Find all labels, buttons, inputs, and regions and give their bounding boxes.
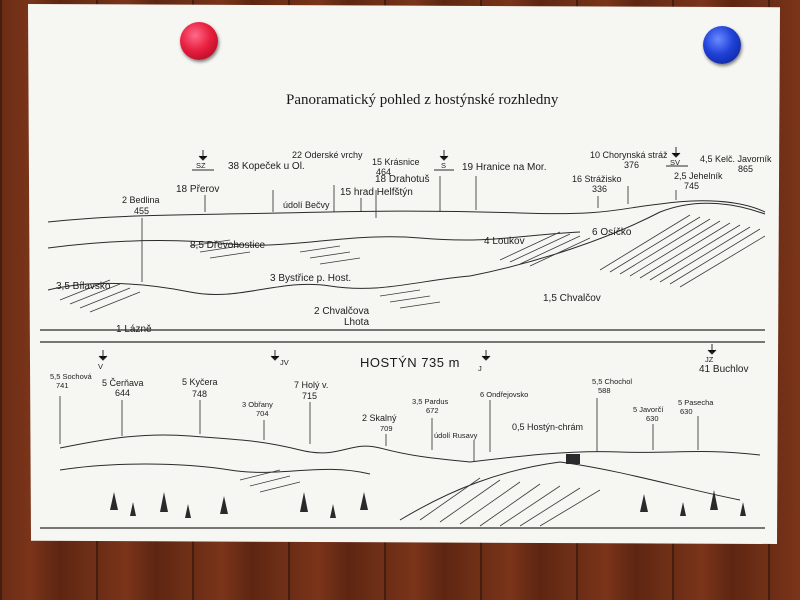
compass-jv: JV <box>280 358 289 367</box>
label-bedlina-alt: 455 <box>134 206 150 216</box>
compass-s: S <box>441 161 447 170</box>
red-pin <box>180 22 218 60</box>
map-title: Panoramatický pohled z hostýnské rozhled… <box>286 92 559 108</box>
label-krasnice: 15 Krásnice <box>372 157 420 167</box>
label-obrany-alt: 704 <box>256 409 269 418</box>
label-jehelnik: 2,5 Jehelník <box>674 171 723 181</box>
label-cernava-alt: 644 <box>115 388 131 398</box>
label-bedlina: 2 Bedlina <box>122 195 160 205</box>
label-strazisko-alt: 336 <box>592 184 608 194</box>
label-chochol: 5,5 Chochol <box>592 377 633 386</box>
label-chvalcov: 1,5 Chvalčov <box>543 293 601 304</box>
label-strazisko: 16 Strážisko <box>572 174 622 184</box>
label-jehelnik-alt: 745 <box>684 181 700 191</box>
label-drevohostice: 8,5 Dřevohostice <box>190 240 266 251</box>
label-kycera-alt: 748 <box>192 389 208 399</box>
label-sochova-alt: 741 <box>56 381 69 390</box>
label-pasecha: 5 Pasecha <box>678 398 714 407</box>
blue-pin <box>703 26 741 64</box>
label-lhota: Lhota <box>344 317 370 328</box>
label-lazne: 1 Lázně <box>116 324 152 335</box>
label-chvalcova: 2 Chvalčova <box>314 306 370 317</box>
label-pardus: 3,5 Pardus <box>412 397 449 406</box>
label-pardus-alt: 672 <box>426 406 439 415</box>
hostyn-heading: HOSTÝN 735 m <box>360 355 460 370</box>
label-sochova: 5,5 Sochová <box>50 372 92 381</box>
label-kelc-javornik-alt: 865 <box>738 164 754 174</box>
label-javorci: 5 Javorčí <box>633 405 664 414</box>
label-chorynska-straz: 10 Chorynská stráž <box>590 150 668 160</box>
label-chorynska-alt: 376 <box>624 160 640 170</box>
label-prerov: 18 Přerov <box>176 184 220 195</box>
label-obrany: 3 Obřany <box>242 400 273 409</box>
label-hranice: 19 Hranice na Mor. <box>462 162 547 173</box>
label-ondrejovsko: 6 Ondřejovsko <box>480 390 529 399</box>
label-kopecek: 38 Kopeček u Ol. <box>228 161 305 172</box>
label-pasecha-alt: 630 <box>680 407 693 416</box>
label-holy-v: 7 Holý v. <box>294 380 329 390</box>
compass-jz: JZ <box>705 355 714 364</box>
compass-sv: SV <box>670 158 681 167</box>
label-helfstyn: 15 hrad Helfštýn <box>340 187 413 198</box>
label-chochol-alt: 588 <box>598 386 611 395</box>
label-bystrice: 3 Bystřice p. Host. <box>270 273 352 284</box>
label-udoli-rusavy: údolí Rusavy <box>434 431 478 440</box>
label-kelc-javornik: 4,5 Kelč. Javorník <box>700 154 772 164</box>
compass-j: J <box>478 364 482 373</box>
label-holy-v-alt: 715 <box>302 391 318 401</box>
label-bilavsko: 3,5 Bílavsko <box>56 281 111 292</box>
label-skalny: 2 Skalný <box>362 413 397 423</box>
compass-v: V <box>98 362 104 371</box>
label-javorci-alt: 630 <box>646 414 659 423</box>
label-osicko: 6 Osíčko <box>592 227 632 238</box>
label-udoli-becvy: údolí Bečvy <box>283 200 330 210</box>
label-loukov: 4 Loukov <box>484 236 525 247</box>
label-hostyn-chram: 0,5 Hostýn-chrám <box>512 422 584 432</box>
compass-sz: SZ <box>196 161 206 170</box>
label-krasnice-alt: 464 <box>376 167 392 177</box>
label-buchlov: 41 Buchlov <box>699 364 749 375</box>
label-cernava: 5 Čerňava <box>102 378 144 388</box>
label-skalny-alt: 709 <box>380 424 393 433</box>
label-drahotus: 18 Drahotuš <box>375 174 430 185</box>
label-kycera: 5 Kyčera <box>182 377 218 387</box>
label-oderske-vrchy: 22 Oderské vrchy <box>292 150 363 160</box>
